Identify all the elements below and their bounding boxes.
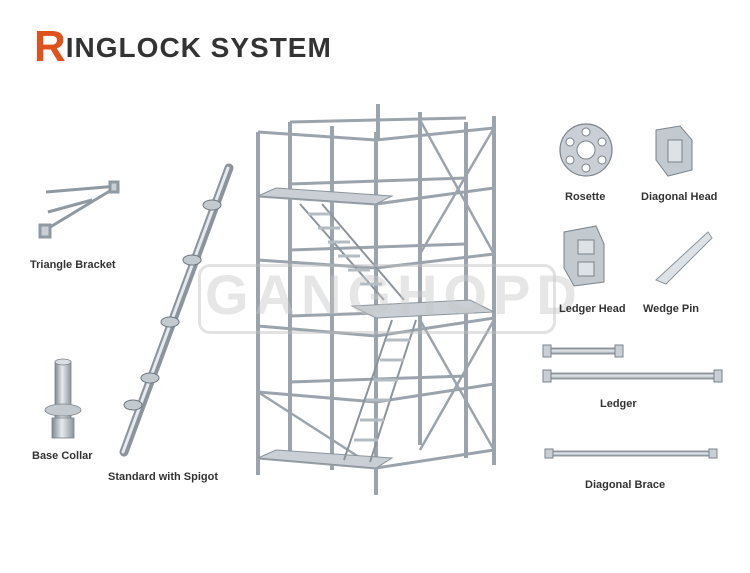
wedge-pin-icon	[655, 231, 713, 285]
title-rest: INGLOCK SYSTEM	[65, 32, 332, 63]
label-ledger-head: Ledger Head	[559, 303, 626, 315]
watermark: GANGHOPD	[205, 263, 583, 326]
rosette-icon	[559, 123, 613, 177]
label-diagonal-head: Diagonal Head	[641, 191, 718, 203]
diagonal-head-icon	[655, 125, 693, 177]
label-base-collar: Base Collar	[32, 450, 93, 462]
label-rosette: Rosette	[565, 191, 606, 203]
standard-with-spigot-icon	[119, 163, 234, 457]
label-diagonal-brace: Diagonal Brace	[585, 479, 666, 491]
watermark-frame	[198, 264, 556, 334]
page-title: RINGLOCK SYSTEM	[34, 22, 332, 72]
ledger-icon	[542, 344, 723, 383]
base-collar-icon	[44, 358, 82, 439]
scaffold-tower-illustration	[256, 104, 496, 495]
label-ledger: Ledger	[600, 398, 637, 410]
triangle-bracket-icon	[38, 180, 120, 239]
title-initial: R	[34, 22, 66, 71]
ledger-head-icon	[563, 225, 605, 287]
label-standard-with-spigot: Standard with Spigot	[108, 471, 218, 483]
label-triangle-bracket: Triangle Bracket	[30, 259, 116, 271]
label-wedge-pin: Wedge Pin	[643, 303, 700, 315]
diagonal-brace-icon	[544, 448, 718, 459]
